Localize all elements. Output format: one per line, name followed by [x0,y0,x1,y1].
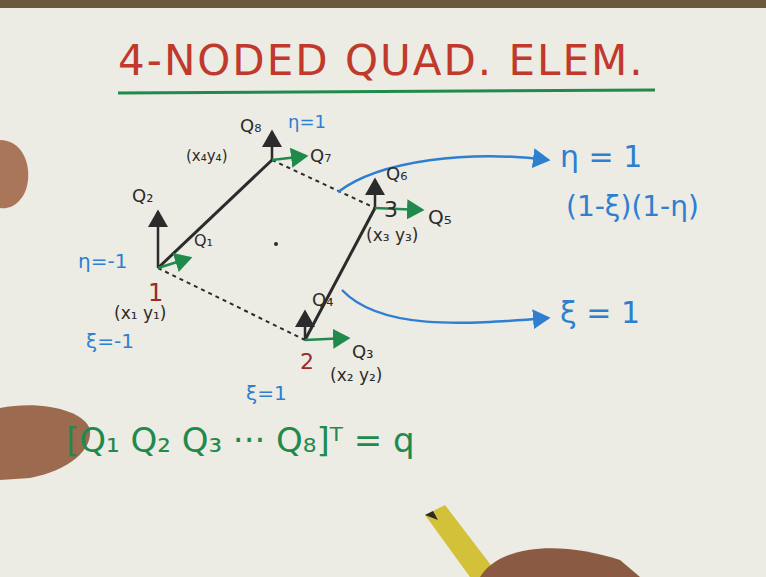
title: 4-NODED QUAD. ELEM. [118,38,645,84]
coord-label: ξ=-1 [86,330,134,352]
dof-label: Q₆ [386,164,407,184]
coord-label: η = 1 [560,140,642,173]
coord-label: η=-1 [78,250,127,272]
coord-label: η=1 [288,112,326,132]
node-number: 2 [300,350,314,374]
coord-label: ξ = 1 [560,296,640,329]
dof-label: Q₄ [312,290,333,310]
dof-label: Q₇ [310,146,331,166]
node-coords: (x₁ y₁) [114,304,166,323]
shape-function: (1-ξ)(1-η) [566,192,699,223]
dof-label: Q₁ [194,232,213,250]
dof-label: Q₃ [352,342,373,362]
node-number: 1 [148,280,163,306]
dof-label: Q₈ [240,116,261,136]
coord-label: ξ=1 [246,382,287,404]
node-coords: (x₃ y₃) [366,226,418,245]
dof-vector: [Q₁ Q₂ Q₃ ··· Q₈]ᵀ = q [66,422,415,459]
dof-label: Q₅ [428,206,452,228]
node-number: 3 [384,198,398,222]
node-coords: (x₂ y₂) [330,366,382,385]
node-coords: (x₄y₄) [186,148,227,165]
dof-label: Q₂ [132,186,153,206]
